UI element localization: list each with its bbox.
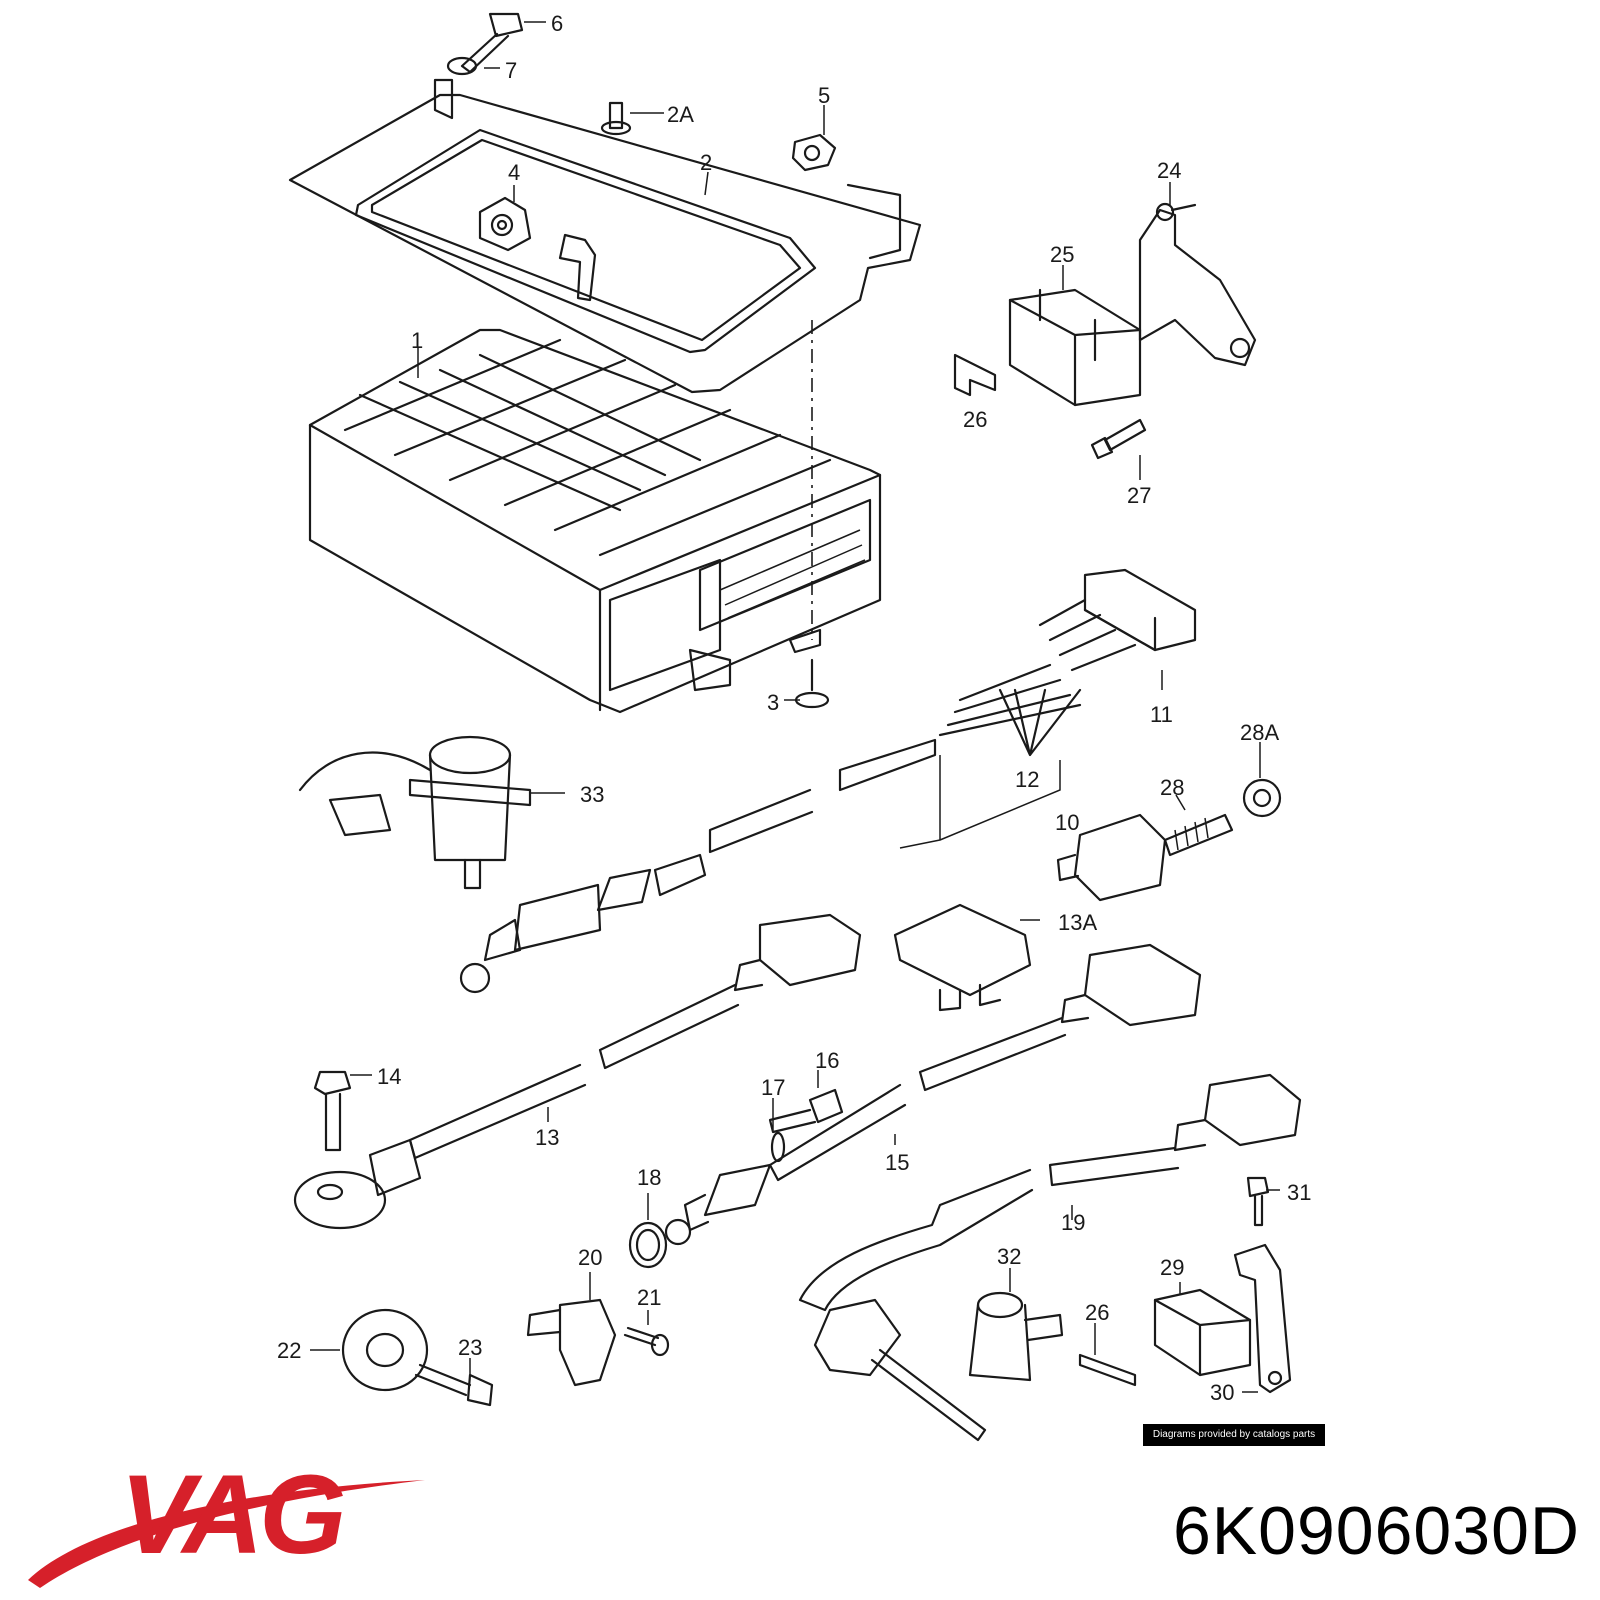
clip-part-26-bottom (1078, 1353, 1137, 1387)
sensor-part-13 (293, 913, 862, 1230)
sensor-part-19 (798, 1073, 1302, 1442)
nut-part-5 (791, 133, 837, 172)
label-30: 30 (1210, 1380, 1234, 1405)
label-33: 33 (580, 782, 604, 807)
label-29: 29 (1160, 1255, 1184, 1280)
label-6: 6 (551, 11, 563, 36)
label-11: 11 (1150, 702, 1173, 727)
label-5: 5 (818, 83, 830, 108)
label-25: 25 (1050, 242, 1074, 267)
relay-part-29 (1153, 1288, 1252, 1377)
label-26-top: 26 (963, 407, 987, 432)
brand-name: VAG (120, 1452, 346, 1577)
label-18: 18 (637, 1165, 661, 1190)
sensor-part-15 (664, 943, 1202, 1246)
label-31: 31 (1287, 1180, 1311, 1205)
label-28: 28 (1160, 775, 1184, 800)
valve-part-32 (968, 1291, 1064, 1382)
pin-part-2A (600, 101, 632, 136)
o-ring-part-18 (628, 1221, 668, 1269)
label-3: 3 (767, 690, 779, 715)
connector-part-11 (1038, 568, 1197, 672)
screw-part-3 (794, 658, 830, 709)
label-13: 13 (535, 1125, 559, 1150)
label-23: 23 (458, 1335, 482, 1360)
bolt-part-23 (414, 1363, 494, 1407)
label-12: 12 (1015, 767, 1039, 792)
bracket-part-30 (1233, 1243, 1292, 1394)
label-16: 16 (815, 1048, 839, 1073)
ring-part-22 (341, 1308, 429, 1392)
clip-part-26-top (953, 353, 997, 397)
bracket-part-13A (893, 903, 1032, 1012)
bolt-part-14 (313, 1070, 352, 1152)
label-32: 32 (997, 1244, 1021, 1269)
control-unit-housing (308, 328, 882, 714)
wiring-harness-part-12 (708, 663, 1082, 854)
label-14: 14 (377, 1064, 401, 1089)
cover-plate (288, 78, 922, 394)
part-labels: 6 7 2A 5 2 4 24 25 1 26 27 3 11 28A 12 3… (277, 11, 1311, 1405)
label-27: 27 (1127, 483, 1151, 508)
leader-lines (310, 21, 1280, 1393)
clip-part-4 (478, 196, 532, 252)
label-26-bottom: 26 (1085, 1300, 1109, 1325)
label-7: 7 (505, 58, 517, 83)
lambda-probe (459, 853, 707, 994)
label-20: 20 (578, 1245, 602, 1270)
label-2A: 2A (667, 102, 694, 127)
label-17: 17 (761, 1075, 785, 1100)
label-19: 19 (1061, 1210, 1085, 1235)
bolt-part-21 (623, 1326, 670, 1357)
label-24: 24 (1157, 158, 1181, 183)
credit-banner: Diagrams provided by catalogs parts (1143, 1424, 1325, 1446)
label-1: 1 (411, 328, 423, 353)
pin-part-27 (1090, 418, 1147, 460)
label-4: 4 (508, 160, 520, 185)
actuator-part-33 (298, 735, 532, 890)
bracket-line-10 (899, 755, 1061, 849)
bolt-part-31 (1246, 1176, 1270, 1227)
bracket-part-24 (1138, 202, 1257, 367)
label-22: 22 (277, 1338, 301, 1363)
screw-part-16 (768, 1088, 844, 1134)
switch-part-28 (1056, 813, 1234, 902)
label-13A: 13A (1058, 910, 1097, 935)
label-21: 21 (637, 1285, 661, 1310)
label-15: 15 (885, 1150, 909, 1175)
label-2: 2 (700, 150, 712, 175)
sensor-part-20 (526, 1298, 617, 1387)
label-10: 10 (1055, 810, 1079, 835)
clip-part-28A (1242, 778, 1282, 818)
label-28A: 28A (1240, 720, 1279, 745)
screw-part-6 (446, 12, 524, 76)
part-number: 6K0906030D (1172, 1493, 1580, 1569)
relay-part-25 (1008, 288, 1142, 407)
